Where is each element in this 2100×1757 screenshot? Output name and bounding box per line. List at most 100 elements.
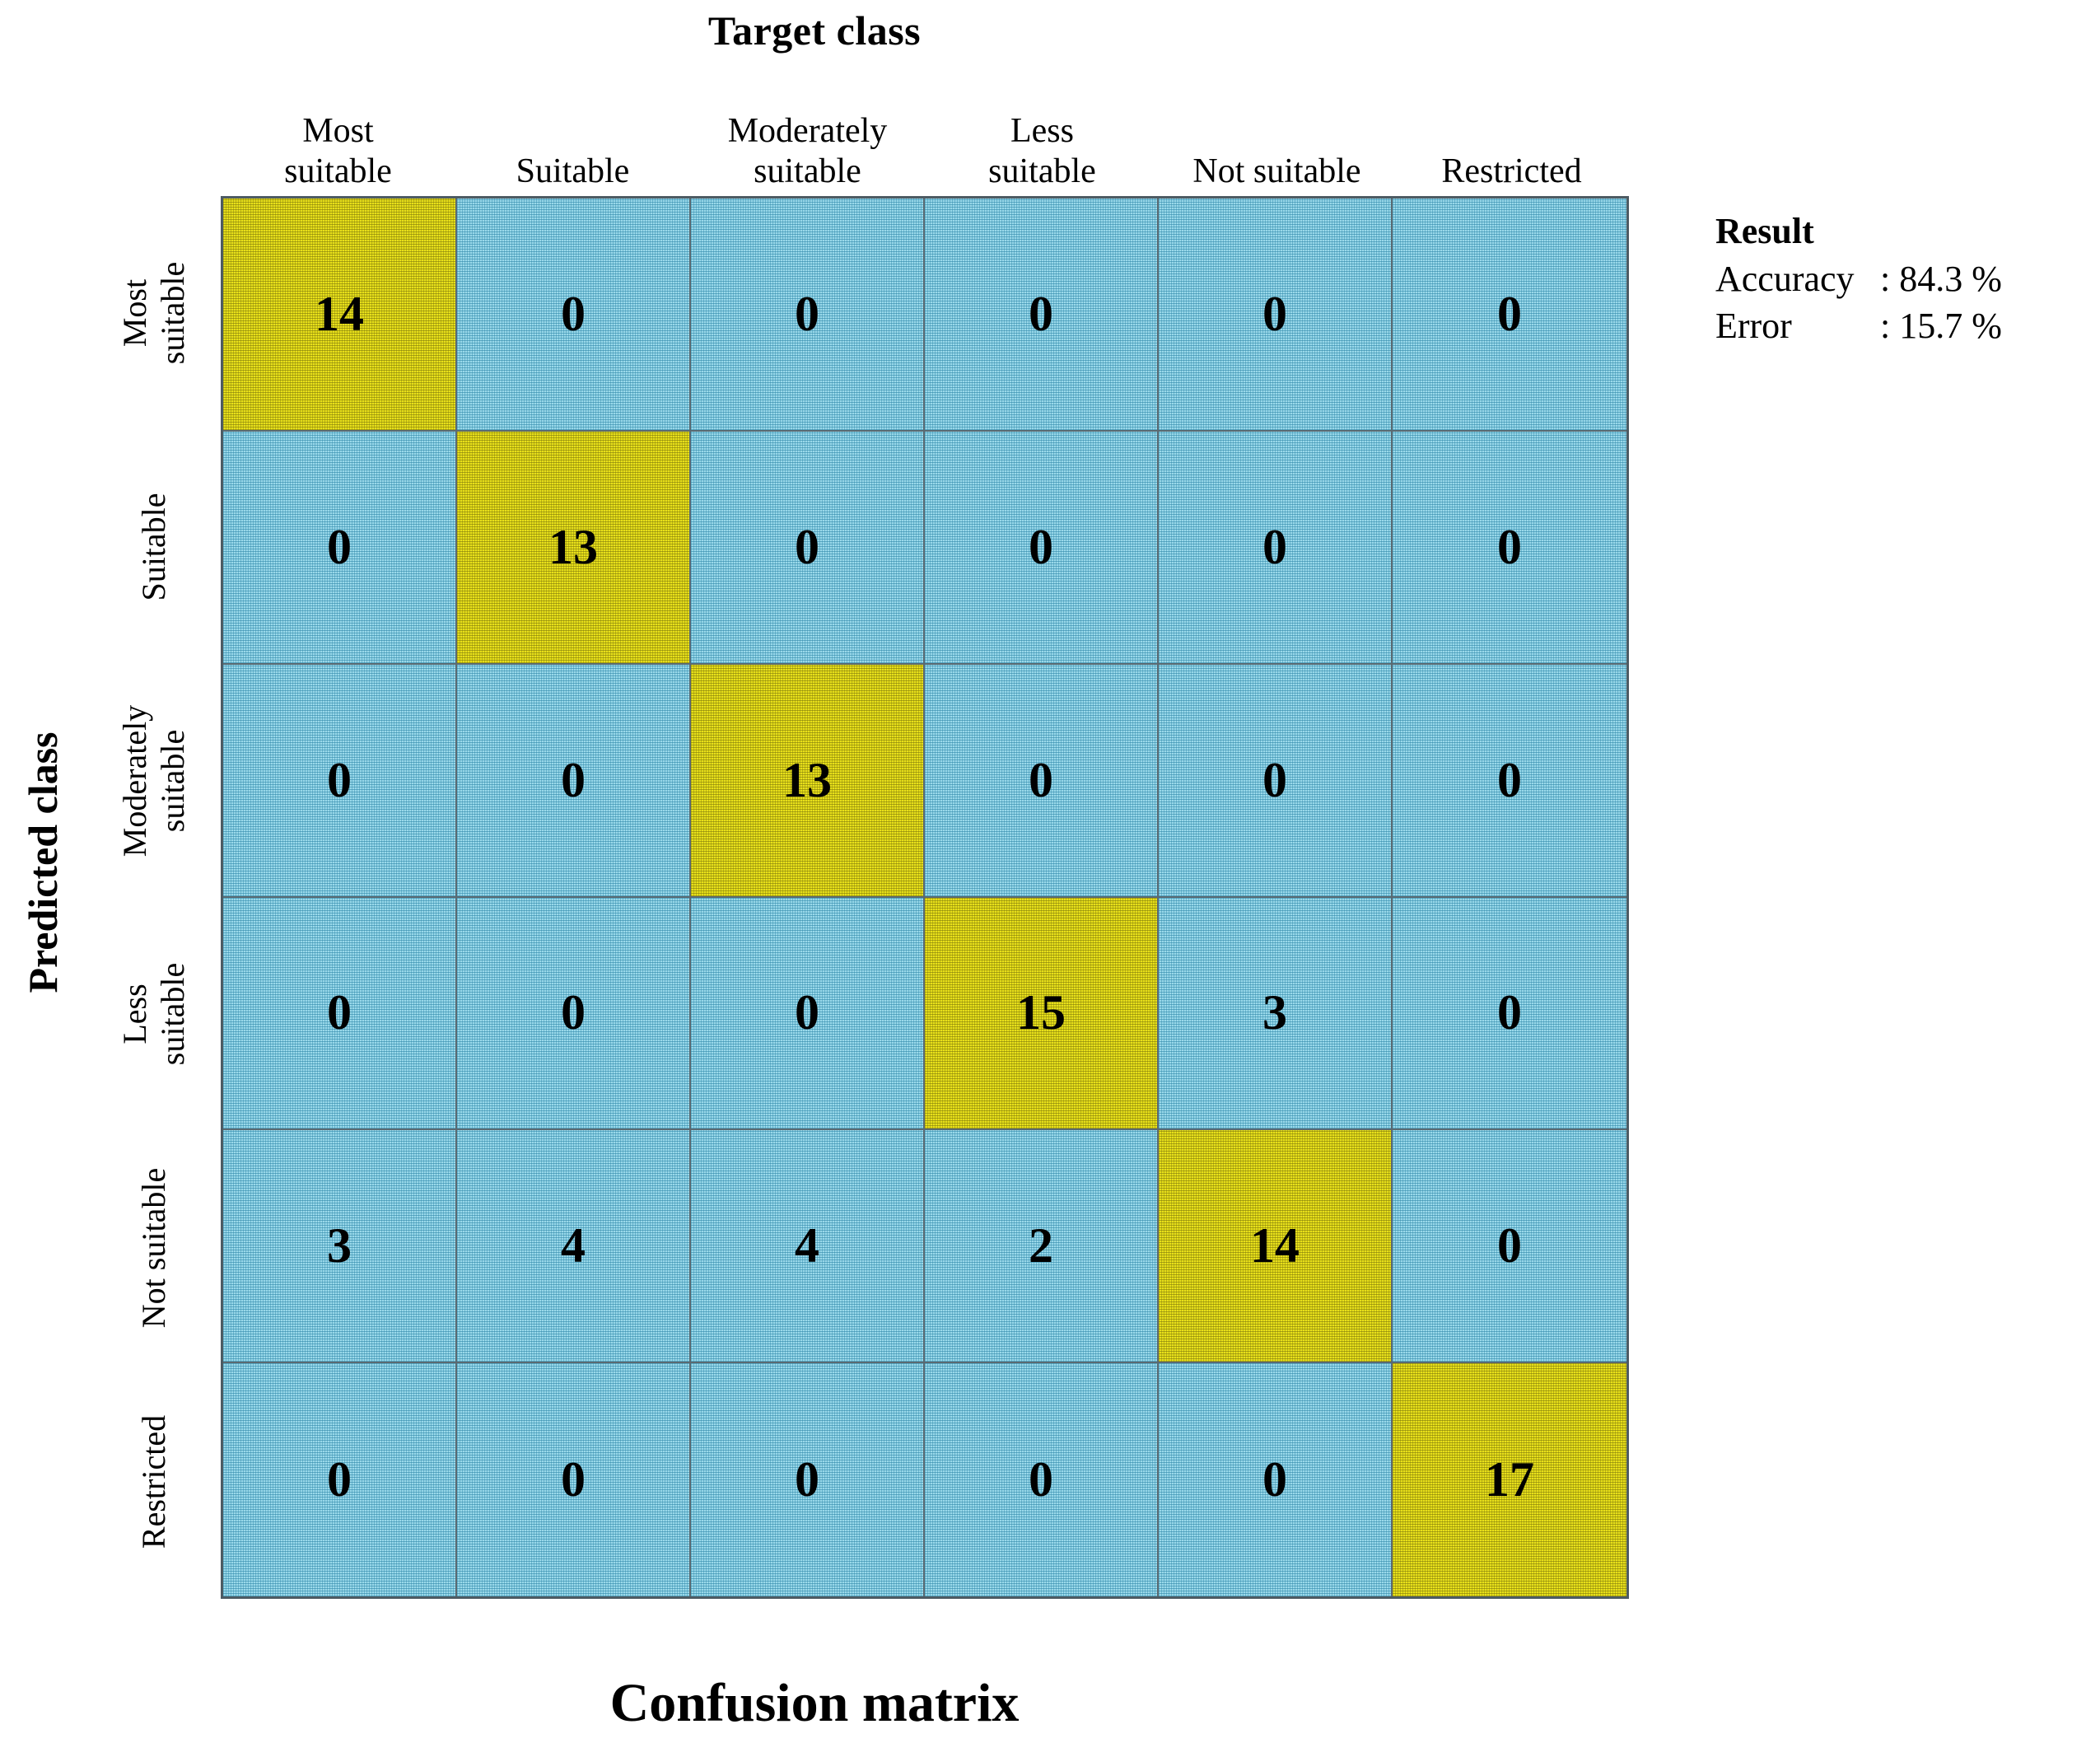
matrix-cell-r2-c3: 0 — [925, 664, 1159, 898]
matrix-cell-r3-c2: 0 — [691, 897, 925, 1131]
matrix-cell-r4-c0: 3 — [223, 1130, 457, 1364]
matrix-cell-r3-c0: 0 — [223, 897, 457, 1131]
matrix-cell-r0-c1: 0 — [457, 199, 691, 432]
row-header-text: Not suitable — [135, 1168, 173, 1328]
matrix-cell-r2-c4: 0 — [1159, 664, 1393, 898]
matrix-cell-value: 2 — [1029, 1218, 1053, 1273]
matrix-cell-value: 0 — [327, 519, 352, 574]
matrix-cell-r0-c0: 14 — [223, 199, 457, 432]
matrix-cell-r2-c1: 0 — [457, 664, 691, 898]
row-header-line: suitable — [154, 261, 191, 365]
error-value: : 15.7 % — [1880, 305, 2002, 346]
matrix-cell-value: 4 — [561, 1218, 586, 1273]
matrix-cell-value: 0 — [1497, 1218, 1522, 1273]
matrix-cell-r1-c2: 0 — [691, 431, 925, 665]
matrix-cell-value: 0 — [1262, 752, 1287, 807]
matrix-cell-value: 0 — [327, 1452, 352, 1507]
matrix-cell-value: 0 — [1029, 1452, 1053, 1507]
matrix-cell-value: 0 — [1497, 519, 1522, 574]
row-header-line: Not suitable — [135, 1168, 172, 1329]
matrix-cell-value: 15 — [1016, 985, 1066, 1040]
matrix-cell-value: 0 — [561, 286, 586, 341]
matrix-cell-value: 0 — [1497, 286, 1522, 341]
matrix-cell-r2-c5: 0 — [1393, 664, 1626, 898]
row-header-line: Restricted — [135, 1414, 172, 1549]
matrix-cell-value: 14 — [315, 286, 364, 341]
matrix-cell-value: 0 — [795, 286, 819, 341]
matrix-cell-r1-c1: 13 — [457, 431, 691, 665]
matrix-cell-value: 14 — [1250, 1218, 1300, 1273]
matrix-cell-value: 0 — [1029, 752, 1053, 807]
matrix-cell-r0-c2: 0 — [691, 199, 925, 432]
column-header-line: Not suitable — [1192, 152, 1361, 190]
row-header-line: Most — [116, 278, 153, 348]
matrix-cell-r1-c4: 0 — [1159, 431, 1393, 665]
column-header-line: Moderately — [727, 112, 888, 151]
matrix-cell-r3-c1: 0 — [457, 897, 691, 1131]
error-label: Error — [1715, 305, 1792, 346]
matrix-cell-value: 13 — [548, 519, 598, 574]
matrix-cell-value: 13 — [782, 752, 832, 807]
matrix-cell-r4-c3: 2 — [925, 1130, 1159, 1364]
result-accuracy-row: Accuracy : 84.3 % — [1715, 256, 2078, 302]
result-error-row: Error : 15.7 % — [1715, 303, 2078, 349]
matrix-cell-r5-c1: 0 — [457, 1363, 691, 1596]
result-heading: Result — [1715, 211, 1814, 251]
matrix-cell-r4-c4: 14 — [1159, 1130, 1393, 1364]
matrix-cell-r3-c3: 15 — [925, 897, 1159, 1131]
row-header-5: Restricted — [89, 1365, 219, 1599]
matrix-cell-r1-c0: 0 — [223, 431, 457, 665]
row-header-4: Not suitable — [89, 1131, 219, 1365]
matrix-cell-value: 4 — [795, 1218, 819, 1273]
target-class-title: Target class — [707, 7, 922, 54]
matrix-cell-r2-c2: 13 — [691, 664, 925, 898]
matrix-cell-r0-c4: 0 — [1159, 199, 1393, 432]
matrix-cell-value: 0 — [1029, 286, 1053, 341]
row-header-line: suitable — [154, 729, 191, 832]
matrix-cell-value: 0 — [1262, 519, 1287, 574]
column-header-4: Not suitable — [1160, 89, 1394, 194]
matrix-cell-value: 0 — [327, 985, 352, 1040]
matrix-cell-value: 0 — [1262, 1452, 1287, 1507]
column-header-line: Suitable — [516, 152, 630, 190]
matrix-cell-r0-c3: 0 — [925, 199, 1159, 432]
matrix-cell-r5-c5: 17 — [1393, 1363, 1626, 1596]
matrix-cell-value: 0 — [327, 752, 352, 807]
matrix-cell-r4-c2: 4 — [691, 1130, 925, 1364]
matrix-cell-r4-c5: 0 — [1393, 1130, 1626, 1364]
matrix-cell-r5-c2: 0 — [691, 1363, 925, 1596]
column-header-line: suitable — [988, 152, 1096, 190]
row-header-text: Suitable — [135, 493, 173, 600]
row-header-1: Suitable — [89, 430, 219, 664]
matrix-cell-value: 0 — [795, 985, 819, 1040]
column-header-line: suitable — [754, 152, 861, 190]
confusion-matrix-title: Confusion matrix — [609, 1673, 1020, 1733]
accuracy-value: : 84.3 % — [1880, 259, 2002, 300]
matrix-cell-value: 0 — [1497, 985, 1522, 1040]
matrix-cell-r3-c5: 0 — [1393, 897, 1626, 1131]
matrix-cell-value: 0 — [1497, 752, 1522, 807]
matrix-cell-value: 17 — [1485, 1452, 1534, 1507]
matrix-cell-value: 3 — [1262, 985, 1287, 1040]
row-header-line: Moderately — [116, 704, 153, 857]
matrix-cell-value: 0 — [1029, 519, 1053, 574]
matrix-cell-value: 0 — [561, 752, 586, 807]
matrix-cell-r4-c1: 4 — [457, 1130, 691, 1364]
column-header-line: Most — [302, 112, 374, 151]
accuracy-label: Accuracy — [1715, 259, 1855, 300]
row-header-line: suitable — [154, 963, 191, 1066]
predicted-class-title: Predicted class — [20, 731, 66, 993]
matrix-cell-r3-c4: 3 — [1159, 897, 1393, 1131]
row-header-line: Less — [116, 984, 153, 1045]
